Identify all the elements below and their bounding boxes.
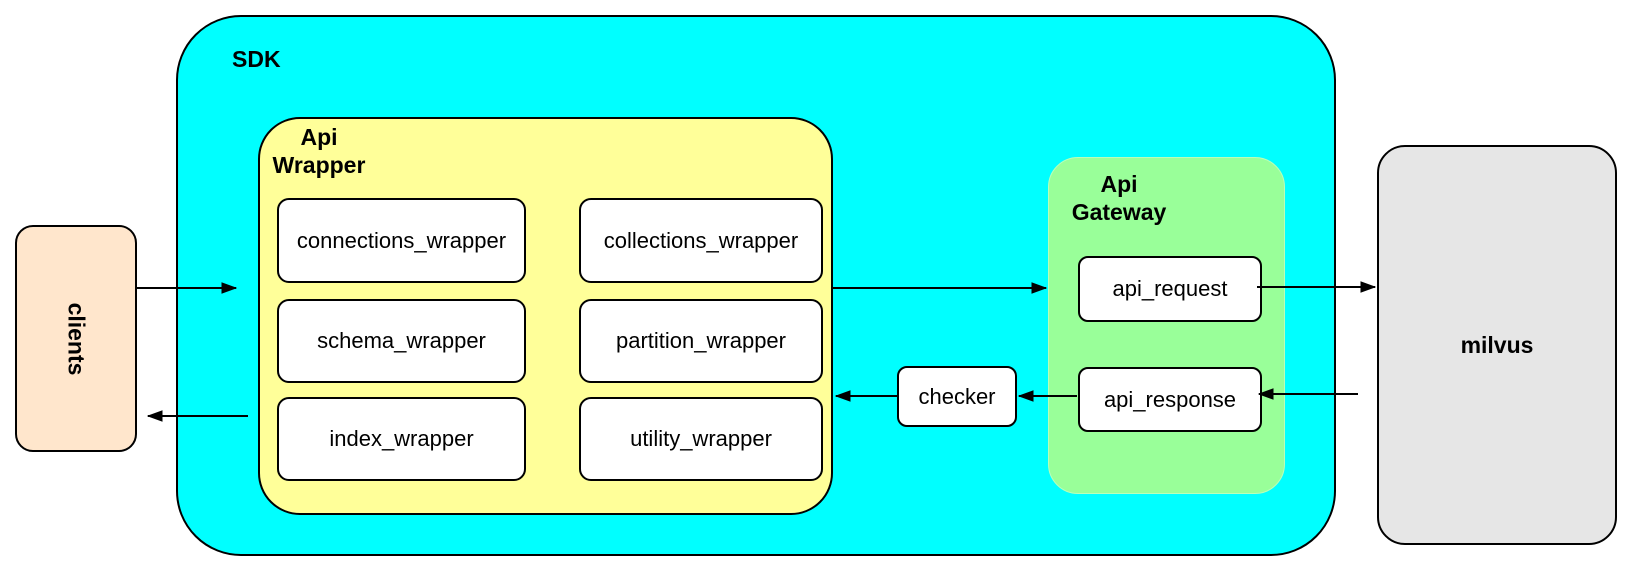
partition-wrapper-label: partition_wrapper [616, 328, 786, 353]
utility-wrapper-label: utility_wrapper [630, 426, 772, 451]
sdk-label: SDK [232, 46, 281, 72]
index-wrapper-label: index_wrapper [329, 426, 474, 451]
schema-wrapper-label: schema_wrapper [317, 328, 486, 353]
node-index-wrapper: index_wrapper [277, 397, 526, 481]
checker-label: checker [918, 383, 996, 409]
collections-wrapper-label: collections_wrapper [603, 227, 799, 253]
node-api-request: api_request [1078, 256, 1262, 322]
api-request-label: api_request [1112, 276, 1228, 301]
clients-node: clients [15, 225, 137, 452]
api-response-label: api_response [1103, 386, 1237, 412]
clients-label: clients [63, 302, 89, 375]
milvus-node: milvus [1377, 145, 1617, 545]
node-connections-wrapper: connections_wrapper [277, 198, 526, 283]
api-wrapper-label: Api Wrapper [272, 124, 366, 178]
api-wrapper-container: Api Wrapper connections_wrapper collecti… [258, 117, 833, 515]
node-partition-wrapper: partition_wrapper [579, 299, 823, 383]
node-api-response: api_response [1078, 367, 1262, 432]
milvus-label: milvus [1460, 332, 1534, 358]
node-collections-wrapper: collections_wrapper [579, 198, 823, 283]
node-schema-wrapper: schema_wrapper [277, 299, 526, 383]
api-gateway-label: Api Gateway [1071, 171, 1167, 225]
connections-wrapper-label: connections_wrapper [296, 227, 507, 253]
node-utility-wrapper: utility_wrapper [579, 397, 823, 481]
api-gateway-container: Api Gateway api_request api_response [1048, 157, 1285, 494]
checker-node: checker [897, 366, 1017, 427]
